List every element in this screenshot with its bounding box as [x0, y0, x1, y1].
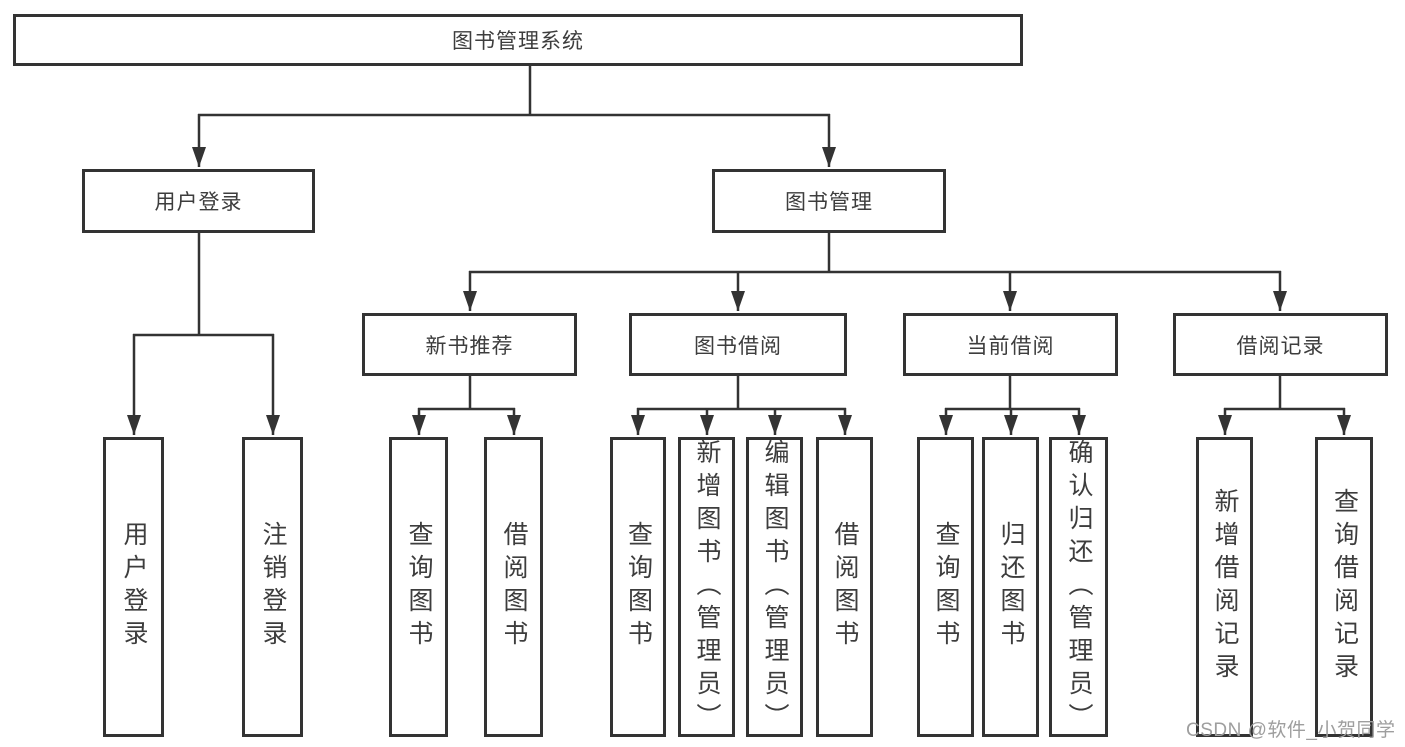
leaf-add-books-admin: 新增图书（管理员） [678, 437, 735, 737]
leaf-confirm-return-admin: 确认归还（管理员） [1049, 437, 1108, 737]
leaf-query-borrow-record: 查询借阅记录 [1315, 437, 1373, 737]
node-current-borrowing: 当前借阅 [903, 313, 1118, 376]
csdn-watermark: CSDN @软件_小贺同学 [1186, 720, 1396, 741]
leaf-borrow-books-recommend-label: 借阅图书 [500, 521, 528, 653]
leaf-add-borrow-record-label: 新增借阅记录 [1211, 488, 1239, 686]
node-book-borrowing: 图书借阅 [629, 313, 847, 376]
node-root-label: 图书管理系统 [452, 30, 584, 53]
node-new-book-recommend-label: 新书推荐 [425, 334, 514, 358]
node-current-borrowing-label: 当前借阅 [966, 334, 1055, 358]
leaf-borrow-books-label: 借阅图书 [831, 521, 859, 653]
node-new-book-recommend: 新书推荐 [362, 313, 577, 376]
leaf-logout: 注销登录 [242, 437, 303, 737]
node-book-management-label: 图书管理 [785, 191, 873, 214]
leaf-confirm-return-admin-label: 确认归还（管理员） [1065, 438, 1093, 736]
leaf-return-books: 归还图书 [982, 437, 1039, 737]
leaf-return-books-label: 归还图书 [997, 521, 1025, 653]
leaf-user-login-label: 用户登录 [120, 521, 148, 653]
leaf-add-books-admin-label: 新增图书（管理员） [693, 438, 721, 736]
leaf-query-books-borrow-label: 查询图书 [624, 521, 653, 653]
leaf-edit-books-admin: 编辑图书（管理员） [746, 437, 803, 737]
leaf-add-borrow-record: 新增借阅记录 [1196, 437, 1253, 737]
leaf-logout-label: 注销登录 [259, 521, 287, 653]
leaf-query-borrow-record-label: 查询借阅记录 [1330, 488, 1359, 686]
leaf-user-login: 用户登录 [103, 437, 164, 737]
node-user-login-label: 用户登录 [154, 191, 243, 214]
leaf-edit-books-admin-label: 编辑图书（管理员） [761, 438, 789, 736]
node-borrowing-records-label: 借阅记录 [1236, 334, 1325, 358]
leaf-borrow-books-recommend: 借阅图书 [484, 437, 543, 737]
node-borrowing-records: 借阅记录 [1173, 313, 1388, 376]
node-root: 图书管理系统 [13, 14, 1023, 66]
leaf-query-books-current: 查询图书 [917, 437, 974, 737]
leaf-borrow-books: 借阅图书 [816, 437, 873, 737]
node-book-borrowing-label: 图书借阅 [694, 334, 782, 358]
node-book-management: 图书管理 [712, 169, 946, 233]
node-user-login: 用户登录 [82, 169, 315, 233]
leaf-query-books-borrow: 查询图书 [610, 437, 666, 737]
leaf-query-books-current-label: 查询图书 [932, 521, 960, 653]
leaf-query-books-recommend-label: 查询图书 [405, 521, 433, 653]
leaf-query-books-recommend: 查询图书 [389, 437, 448, 737]
